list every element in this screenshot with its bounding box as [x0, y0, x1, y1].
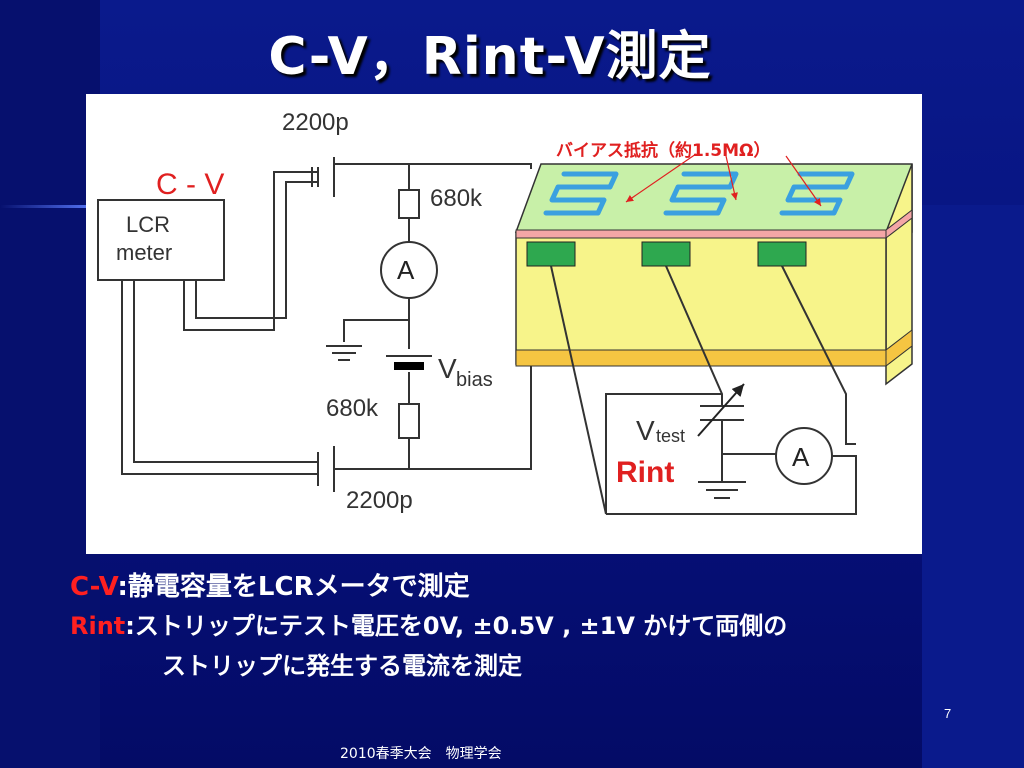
res-bottom-label: 680k [326, 395, 379, 422]
slide-title: C-V，Rint-V測定 [268, 27, 712, 87]
circuit-diagram: 2200p 680k A V bias 680k 2200p LCR meter… [97, 109, 913, 515]
slide-footer: 2010春季大会 物理学会 [340, 746, 502, 762]
rint-key: Rint [70, 612, 126, 640]
bias-label-arrows [625, 153, 822, 207]
cv-label: C - V [156, 168, 224, 201]
decor-line [0, 205, 100, 208]
cv-text: :静電容量をLCRメータで測定 [117, 572, 470, 602]
ammeter-left-label: A [397, 255, 415, 285]
vbias-sub: bias [456, 369, 493, 391]
right-decor-band [922, 205, 1024, 768]
res-top-label: 680k [430, 185, 483, 212]
cv-key: C-V [70, 572, 118, 602]
description-line-3: ストリップに発生する電流を測定 [162, 646, 522, 681]
circuit-wires [121, 157, 857, 515]
description-line-2: Rint:ストリップにテスト電圧を0V, ±0.5V , ±1V かけて両側の [70, 606, 787, 641]
lcr-line1: LCR [126, 212, 170, 237]
cap-bottom-label: 2200p [346, 487, 413, 514]
sensor-block [514, 153, 913, 386]
description-line-1: C-V:静電容量をLCRメータで測定 [70, 566, 470, 603]
rint-text: :ストリップにテスト電圧を0V, ±0.5V , ±1V かけて両側の [125, 612, 788, 640]
vtest-main: V [636, 415, 655, 446]
ammeter-right-label: A [792, 442, 810, 472]
vbias-main: V [438, 353, 457, 384]
cap-top-label: 2200p [282, 109, 349, 136]
bias-resistor-meanders [543, 171, 855, 216]
page-number: 7 [944, 706, 952, 721]
strip-3 [757, 241, 807, 267]
strip-1 [526, 241, 576, 267]
lcr-meter-box [97, 199, 225, 281]
circuit-diagram-panel: 2200p 680k A V bias 680k 2200p LCR meter… [86, 94, 922, 554]
rint-text-cont: ストリップに発生する電流を測定 [162, 652, 522, 680]
lcr-line2: meter [116, 240, 172, 265]
rint-label: Rint [616, 456, 674, 489]
bias-resistor-label: バイアス抵抗（約1.5MΩ） [556, 140, 770, 161]
variable-source-arrow [697, 383, 745, 437]
left-decor-band [0, 0, 100, 768]
strip-2 [641, 241, 691, 267]
vtest-sub: test [656, 426, 685, 446]
